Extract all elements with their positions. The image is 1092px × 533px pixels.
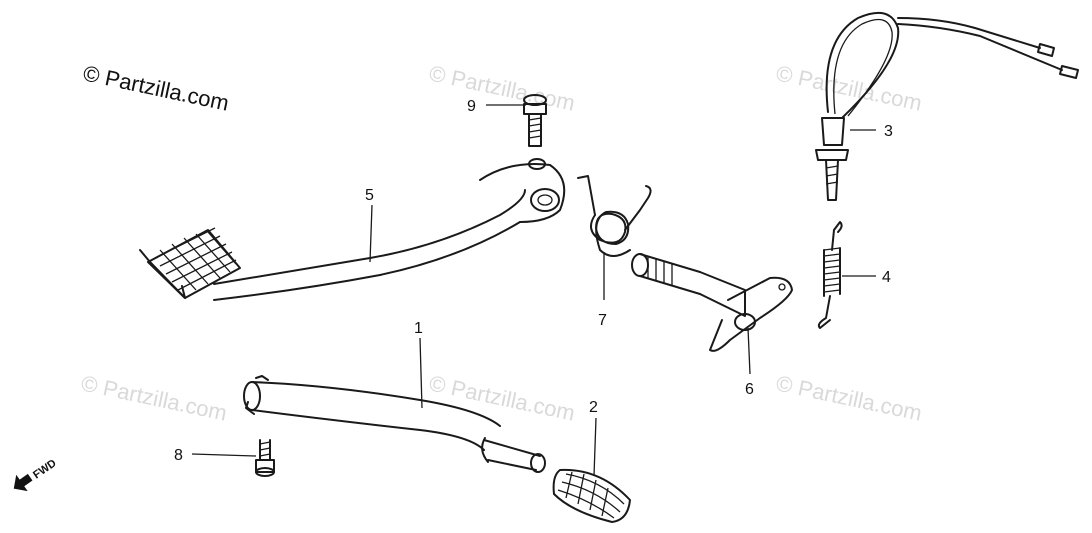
callout-8: 8: [174, 447, 183, 464]
callout-5: 5: [365, 187, 374, 204]
callout-1: 1: [414, 320, 423, 337]
callout-6: 6: [745, 381, 754, 398]
bolt: [523, 94, 547, 147]
forward-arrow-icon: FWD: [13, 457, 59, 492]
forward-label: FWD: [31, 457, 58, 481]
brake-rod: [243, 375, 546, 473]
watermark-3: © Partzilla.com: [79, 370, 229, 425]
callout-labels: 1 2 3 4 5 6 7 8 9: [174, 98, 893, 464]
pedal-rubber: [552, 468, 631, 523]
callout-7: 7: [598, 312, 607, 329]
watermark-1: © Partzilla.com: [427, 60, 577, 115]
torsion-spring: [577, 175, 652, 257]
brake-switch: [815, 11, 1079, 201]
return-spring: [817, 221, 843, 329]
copyright-text: © Partzilla.com: [81, 60, 231, 115]
leader-lines: [191, 104, 876, 477]
small-bolt: [255, 439, 275, 477]
callout-9: 9: [467, 98, 476, 115]
watermark-4: © Partzilla.com: [427, 370, 577, 425]
callout-2: 2: [589, 399, 598, 416]
watermark-5: © Partzilla.com: [774, 370, 924, 425]
watermark-2: © Partzilla.com: [774, 60, 924, 115]
brake-shaft: [631, 253, 793, 352]
callout-3: 3: [884, 123, 893, 140]
brake-pedal: [139, 158, 566, 301]
callout-4: 4: [882, 269, 891, 286]
